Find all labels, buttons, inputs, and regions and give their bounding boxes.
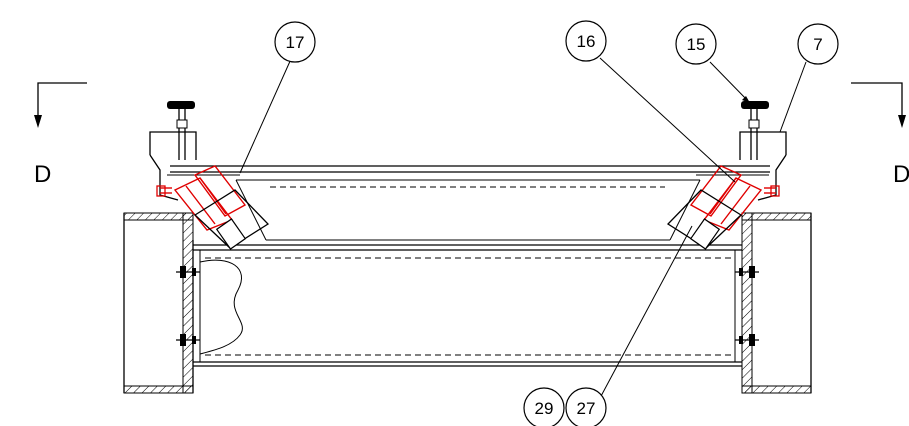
lower-beam xyxy=(193,244,742,367)
bolt-left-upper xyxy=(176,266,200,278)
bolt-right-upper xyxy=(735,266,759,278)
right-column xyxy=(741,212,812,394)
section-mark-left: D xyxy=(34,82,87,188)
bolt-right-lower xyxy=(735,334,759,346)
callout-27-label: 27 xyxy=(577,399,596,418)
section-mark-left-label: D xyxy=(34,161,51,188)
right-clamp xyxy=(666,101,787,250)
callout-17: 17 xyxy=(274,21,316,63)
section-mark-right-label: D xyxy=(893,161,909,188)
callout-15: 15 xyxy=(675,23,717,65)
left-clamp xyxy=(149,101,270,250)
section-mark-right: D xyxy=(851,82,909,188)
callout-7-label: 7 xyxy=(813,35,822,54)
callout-16: 16 xyxy=(565,20,607,62)
callout-29: 29 xyxy=(523,387,565,426)
callout-29-label: 29 xyxy=(535,399,554,418)
callout-15-label: 15 xyxy=(687,35,706,54)
bolt-left-lower xyxy=(176,334,200,346)
callout-7: 7 xyxy=(797,23,839,65)
left-column xyxy=(123,212,194,394)
callout-16-label: 16 xyxy=(577,32,596,51)
callout-27: 27 xyxy=(565,387,607,426)
upper-trough xyxy=(170,165,770,241)
callout-17-label: 17 xyxy=(286,33,305,52)
leader-lines xyxy=(239,57,807,399)
column-bolts xyxy=(176,266,759,346)
